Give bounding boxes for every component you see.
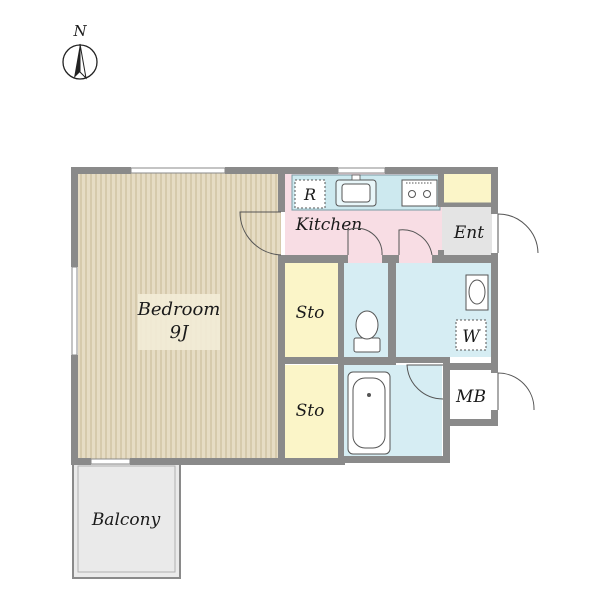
balcony: Balcony (72, 462, 181, 579)
storage-upper-label: Sto (296, 303, 325, 323)
kitchen-label: Kitchen (295, 215, 362, 235)
refrigerator-label: R (303, 185, 316, 204)
meter-box-label: MB (455, 387, 486, 407)
bedroom-label-bg (138, 294, 220, 350)
sink-icon (335, 174, 377, 207)
meter-box (447, 368, 495, 423)
bedroom-size: 9J (170, 322, 190, 343)
stove-icon (401, 179, 438, 207)
walls (71, 167, 498, 465)
washbasin-icon (465, 274, 489, 311)
storage-lower (283, 365, 338, 459)
doors (239, 211, 539, 411)
shoe-storage (441, 172, 493, 204)
washer-label: W (462, 327, 481, 347)
refrigerator-space (294, 179, 326, 209)
storage-upper (283, 263, 338, 357)
entrance-label: Ent (453, 223, 484, 243)
compass-label: N (72, 22, 87, 40)
north-compass-icon: N (62, 22, 98, 80)
balcony-label: Balcony (91, 510, 161, 530)
washer-space (455, 319, 487, 351)
bathtub-icon (347, 371, 391, 455)
windows (71, 167, 386, 465)
entrance-floor (442, 204, 492, 259)
storage-lower-label: Sto (296, 401, 325, 421)
bedroom-label: Bedroom (137, 299, 221, 320)
toilet-icon (353, 310, 381, 353)
